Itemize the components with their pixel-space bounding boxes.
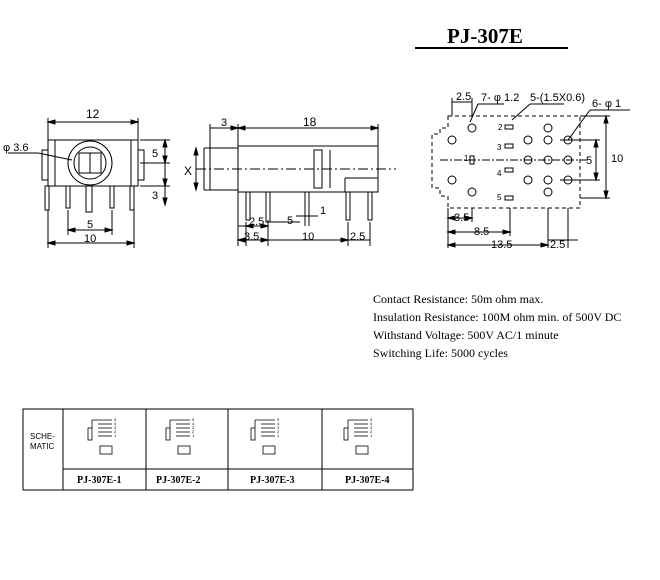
schematic-pin-label: 3 xyxy=(277,425,280,430)
side-dim-5: 5 xyxy=(287,215,293,227)
front-dim-hole: φ 3.6 xyxy=(3,142,28,154)
schematic-pin-label: 2 xyxy=(277,429,280,434)
bottom-dim-8-5: 8.5 xyxy=(474,226,489,238)
schematic-header-line2: MATIC xyxy=(30,442,55,451)
bottom-dim-holes6: 6- φ 1 xyxy=(592,98,621,110)
schematic-pin-label: 1 xyxy=(370,433,373,438)
schematic-pin-label: 4 xyxy=(114,421,117,426)
side-dim-length: 18 xyxy=(303,115,317,129)
schematic-pin-label: 4 xyxy=(370,421,373,426)
bottom-dim-2-5: 2.5 xyxy=(550,239,565,251)
side-view xyxy=(193,124,396,246)
pin-label-2: 2 xyxy=(498,123,503,132)
spec-withstand-voltage: Withstand Voltage: 500V AC/1 minute xyxy=(373,328,559,342)
schematic-pin-label: 3 xyxy=(370,425,373,430)
side-dim-x: X xyxy=(184,164,192,178)
spec-insulation-resistance: Insulation Resistance: 100M ohm min. of … xyxy=(373,310,622,324)
side-dim-2-5b: 2.5 xyxy=(350,231,365,243)
pin-label-3: 3 xyxy=(497,143,502,152)
schematic-pin-label: 1 xyxy=(277,433,280,438)
model-label-2: PJ-307E-2 xyxy=(156,475,200,486)
schematic-pin-label: 5 xyxy=(370,417,373,422)
spec-contact-resistance: Contact Resistance: 50m ohm max. xyxy=(373,292,544,306)
side-dim-flange: 3 xyxy=(221,117,227,129)
model-label-3: PJ-307E-3 xyxy=(250,475,294,486)
bottom-dim-5: 5 xyxy=(586,155,592,167)
pin-label-1: 1 xyxy=(464,154,469,163)
side-dim-2-5: 2.5 xyxy=(249,216,264,228)
front-view xyxy=(8,118,170,248)
schematic-pin-label: 5 xyxy=(114,417,117,422)
model-label-4: PJ-307E-4 xyxy=(345,475,389,486)
bottom-view xyxy=(431,98,630,248)
schematic-pin-label: 4 xyxy=(277,421,280,426)
bottom-dim-slots: 5-(1.5X0.6) xyxy=(530,92,585,104)
bottom-dim-holes7: 7- φ 1.2 xyxy=(481,92,519,104)
bottom-dim-2-5-top: 2.5 xyxy=(456,91,471,103)
schematic-pin-label: 1 xyxy=(192,433,195,438)
schematic-table xyxy=(22,408,414,491)
pin-label-5: 5 xyxy=(497,193,502,202)
front-dim-height-bottom: 3 xyxy=(152,190,158,202)
schematic-pin-label: 2 xyxy=(114,429,117,434)
spec-switching-life: Switching Life: 5000 cycles xyxy=(373,346,508,360)
schematic-pin-label: 5 xyxy=(277,417,280,422)
bottom-dim-10: 10 xyxy=(611,153,623,165)
bottom-dim-13-5: 13.5 xyxy=(491,239,512,251)
pin-label-4: 4 xyxy=(497,169,502,178)
schematic-pin-label: 2 xyxy=(370,429,373,434)
side-dim-10: 10 xyxy=(302,231,314,243)
model-label-1: PJ-307E-1 xyxy=(77,475,121,486)
schematic-pin-label: 1 xyxy=(114,433,117,438)
schematic-header-line1: SCHE- xyxy=(30,432,55,441)
side-dim-1: 1 xyxy=(320,205,326,217)
front-dim-width: 12 xyxy=(86,107,100,121)
schematic-pin-label: 5 xyxy=(192,417,195,422)
schematic-pin-label: 2 xyxy=(192,429,195,434)
schematic-pin-label: 3 xyxy=(114,425,117,430)
front-dim-pin-span: 5 xyxy=(87,219,93,231)
front-dim-height-top: 5 xyxy=(152,148,158,160)
bottom-dim-3-5: 3.5 xyxy=(454,212,469,224)
schematic-pin-label: 4 xyxy=(192,421,195,426)
front-dim-body-width: 10 xyxy=(84,233,96,245)
side-dim-3-5: 3.5 xyxy=(244,231,259,243)
schematic-pin-label: 3 xyxy=(192,425,195,430)
part-number-title: PJ-307E xyxy=(447,24,523,48)
